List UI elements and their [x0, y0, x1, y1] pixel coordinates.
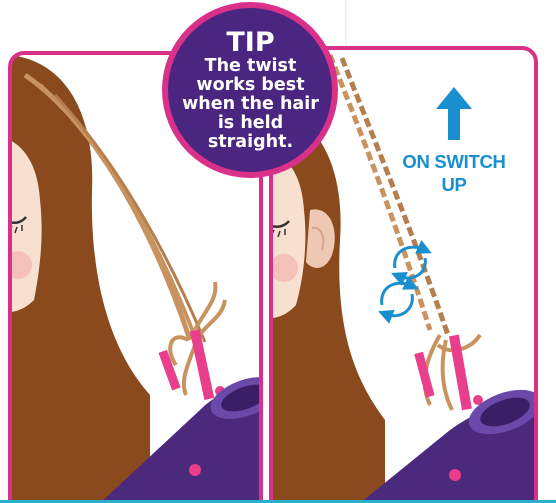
tip-body: The twist works best when the hair is he… — [176, 57, 326, 152]
tip-title: TIP — [226, 29, 274, 56]
tip-badge: TIP The twist works best when the hair i… — [161, 3, 340, 175]
switch-direction-label: ON SWITCH UP — [388, 150, 520, 196]
right-cheek — [270, 254, 298, 282]
